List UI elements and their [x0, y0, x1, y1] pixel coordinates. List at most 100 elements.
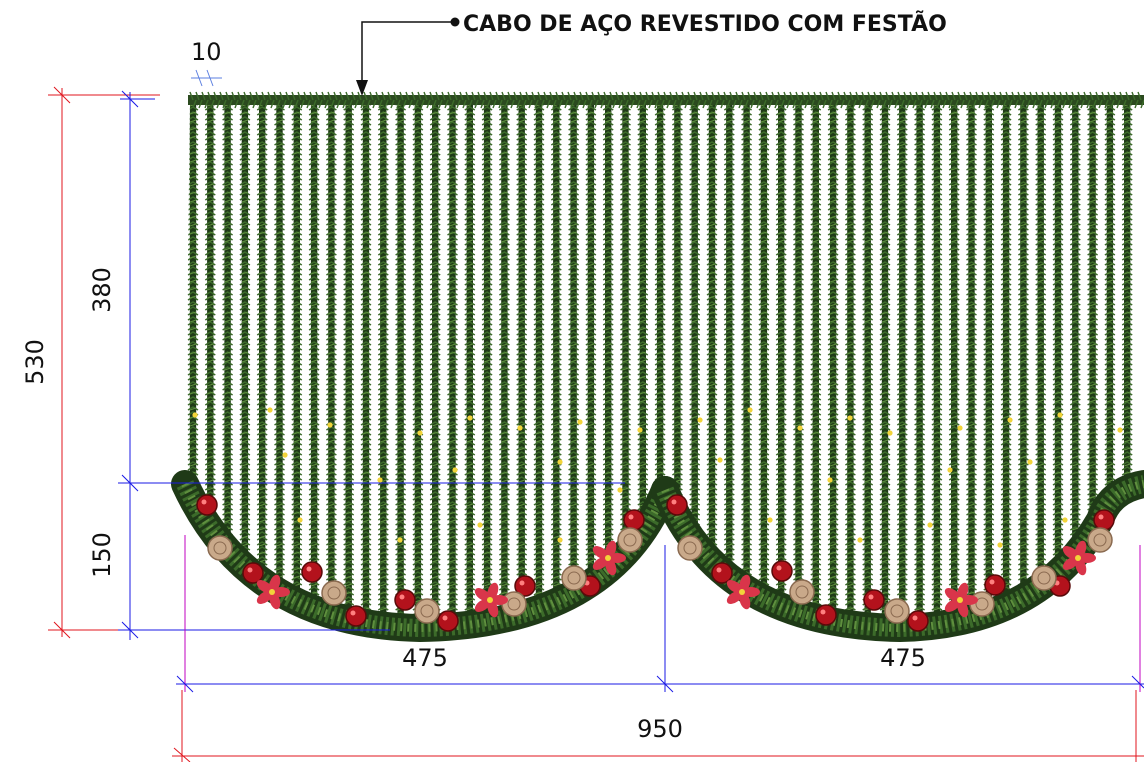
- bauble-ornament: [771, 560, 793, 582]
- poinsettia-ornament: [944, 582, 978, 618]
- garland-strand: [671, 100, 683, 628]
- fairy-light: [327, 422, 333, 428]
- garland-strand: [844, 100, 856, 628]
- pinecone-ornament: [501, 591, 527, 617]
- garland-strand: [1104, 100, 1116, 628]
- garland-strand: [793, 100, 804, 628]
- dim-label-scallop-depth: 150: [88, 532, 116, 578]
- fairy-light: [717, 457, 723, 463]
- fairy-light: [577, 419, 583, 425]
- fairy-light: [557, 537, 563, 543]
- fairy-light: [887, 430, 893, 436]
- garland-strand: [291, 100, 303, 628]
- dim-total-width: 950: [172, 690, 1144, 762]
- fairy-light: [377, 477, 383, 483]
- fairy-light: [927, 522, 933, 528]
- fairy-light: [517, 425, 523, 431]
- garland-strand: [516, 100, 528, 628]
- fairy-light: [397, 537, 403, 543]
- garland-strand: [966, 100, 977, 628]
- garland-strand: [914, 100, 926, 628]
- garland-strand: [325, 100, 337, 628]
- garland-strand: [343, 100, 355, 628]
- bauble-ornament: [623, 509, 645, 531]
- poinsettia-ornament: [474, 582, 508, 618]
- garland-strand: [308, 100, 320, 628]
- garland-strand: [1035, 100, 1047, 628]
- garland-strand: [360, 100, 372, 628]
- fairy-light: [1027, 459, 1033, 465]
- garland-strand: [827, 100, 839, 628]
- garland-strand: [879, 100, 891, 628]
- dim-label-spacing: 10: [191, 38, 222, 66]
- bauble-ornament: [907, 610, 929, 632]
- fairy-light: [797, 425, 803, 431]
- bauble-ornament: [514, 575, 536, 597]
- pinecone-ornament: [789, 579, 815, 605]
- dim-curtain-height: 380 150: [88, 90, 625, 640]
- dim-label-total-width: 950: [637, 715, 683, 743]
- poinsettia-ornament: [256, 574, 290, 610]
- fairy-light: [957, 425, 963, 431]
- garland-strand: [550, 100, 562, 628]
- garland-strand: [447, 100, 458, 628]
- garland-strand: [256, 100, 268, 628]
- bauble-ornament: [394, 589, 416, 611]
- garland-strand: [862, 100, 874, 628]
- pinecone-ornament: [561, 565, 587, 591]
- ornaments: [196, 494, 1115, 632]
- bauble-ornament: [666, 494, 688, 516]
- steel-cable-top: [188, 91, 1144, 109]
- garland-strand: [654, 100, 666, 628]
- garland-strand: [896, 100, 908, 628]
- bauble-ornament: [711, 562, 733, 584]
- dim-strand-spacing: 10: [191, 38, 222, 87]
- bauble-ornament: [815, 604, 837, 626]
- fairy-light: [747, 407, 753, 413]
- garland-strand: [1017, 100, 1029, 628]
- callout-label: CABO DE AÇO REVESTIDO COM FESTÃO: [463, 11, 947, 37]
- garland-strand: [1121, 100, 1133, 628]
- garland-strand: [187, 100, 199, 628]
- dim-label-total-height: 530: [21, 339, 49, 385]
- bauble-ornament: [863, 589, 885, 611]
- pinecone-ornament: [1031, 565, 1057, 591]
- fairy-light: [467, 415, 473, 421]
- fairy-light: [1117, 427, 1123, 433]
- fairy-light: [452, 467, 458, 473]
- fairy-light: [857, 537, 863, 543]
- fairy-light: [847, 415, 853, 421]
- fairy-light: [617, 487, 623, 493]
- fairy-light: [827, 477, 833, 483]
- garland-strand: [412, 100, 424, 628]
- fairy-light: [1057, 412, 1063, 418]
- garland-strand: [585, 100, 597, 628]
- pinecone-ornament: [617, 527, 643, 553]
- poinsettia-ornament: [592, 540, 626, 576]
- pinecone-ornament: [884, 598, 910, 624]
- bauble-ornament: [301, 561, 323, 583]
- garland-strand: [568, 100, 580, 628]
- fairy-light: [1007, 417, 1013, 423]
- fairy-light: [267, 407, 273, 413]
- garland-strand: [931, 100, 943, 628]
- dim-scallop-widths: 475 475: [176, 535, 1144, 693]
- bauble-ornament: [345, 605, 367, 627]
- dim-label-curtain-height: 380: [88, 267, 116, 313]
- bauble-ornament: [437, 610, 459, 632]
- garland-strand: [775, 100, 787, 628]
- garland-strand: [464, 100, 476, 628]
- fairy-light: [557, 459, 563, 465]
- poinsettia-ornament: [726, 574, 760, 610]
- garland-strand: [377, 100, 389, 628]
- garland-strand: [723, 100, 735, 628]
- garland-strand: [741, 100, 753, 628]
- garland-strand: [1000, 100, 1012, 628]
- fairy-light: [477, 522, 483, 528]
- cable-callout: CABO DE AÇO REVESTIDO COM FESTÃO: [356, 11, 947, 96]
- fairy-light: [997, 542, 1003, 548]
- pinecone-ornament: [677, 535, 703, 561]
- pinecone-ornament: [1087, 527, 1113, 553]
- fairy-light: [697, 417, 703, 423]
- garland-strand: [983, 100, 995, 628]
